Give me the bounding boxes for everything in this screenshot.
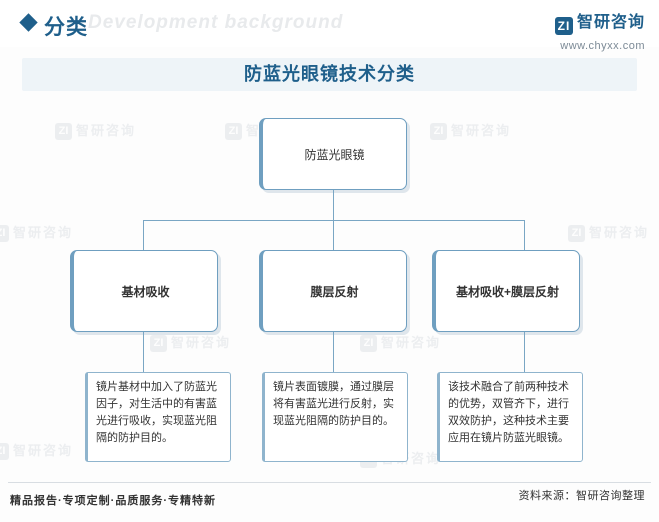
node-branch-1-label: 膜层反射 xyxy=(310,284,359,299)
node-branch-0: 基材吸收 xyxy=(70,250,218,332)
node-root-label: 防蓝光眼镜 xyxy=(304,147,365,162)
watermark-logo-icon: ZI xyxy=(0,443,9,461)
watermark-logo-icon: ZI xyxy=(0,225,9,243)
header-subtitle: Development background xyxy=(88,12,344,33)
connector-desc-2-down xyxy=(524,332,525,372)
brand-url: www.chyxx.com xyxy=(560,40,645,52)
watermark-logo-icon: ZI xyxy=(225,123,242,141)
node-branch-2: 基材吸收+膜层反射 xyxy=(432,250,580,332)
node-description-1-text: 镜片表面镀膜，通过膜层将有害蓝光进行反射，实现蓝光阻隔的防护目的。 xyxy=(273,381,394,427)
page-title: 分类 xyxy=(44,16,88,39)
brand-name-text: 智研咨询 xyxy=(576,14,645,31)
brand-logo-icon: ZI xyxy=(554,17,573,35)
node-branch-1: 膜层反射 xyxy=(259,250,407,332)
node-branch-2-label: 基材吸收+膜层反射 xyxy=(455,284,559,299)
node-description-1: 镜片表面镀膜，通过膜层将有害蓝光进行反射，实现蓝光阻隔的防护目的。 xyxy=(262,372,408,462)
node-branch-0-label: 基材吸收 xyxy=(121,284,170,299)
watermark-logo-icon: ZI xyxy=(360,335,377,353)
node-description-2-text: 该技术融合了前两种技术的优势，双管齐下，进行双效防护，这种技术主要应用在镜片防蓝… xyxy=(448,381,569,444)
node-root: 防蓝光眼镜 xyxy=(259,118,407,190)
diamond-icon xyxy=(19,13,38,32)
watermark-logo-icon: ZI xyxy=(430,123,447,141)
watermark-logo-icon: ZI xyxy=(55,123,72,141)
watermark-logo-icon: ZI xyxy=(150,335,167,353)
connector-root-down xyxy=(333,190,334,220)
chart-title-bar xyxy=(22,58,637,91)
footer-divider xyxy=(8,482,651,483)
connector-desc-0-down xyxy=(143,332,144,372)
footer-source-text: 资料来源：智研咨询整理 xyxy=(518,490,645,502)
connector-branch-0-down xyxy=(143,220,144,250)
connector-desc-1-down xyxy=(333,332,334,372)
watermark-logo-icon: ZI xyxy=(568,225,585,243)
footer-left-text: 精品报告·专项定制·品质服务·专精特新 xyxy=(10,495,216,507)
node-description-0: 镜片基材中加入了防蓝光因子，对生活中的有害蓝光进行吸收，实现蓝光阻隔的防护目的。 xyxy=(85,372,231,462)
node-description-2: 该技术融合了前两种技术的优势，双管齐下，进行双效防护，这种技术主要应用在镜片防蓝… xyxy=(437,372,583,462)
chart-title: 防蓝光眼镜技术分类 xyxy=(244,64,415,84)
node-description-0-text: 镜片基材中加入了防蓝光因子，对生活中的有害蓝光进行吸收，实现蓝光阻隔的防护目的。 xyxy=(96,381,217,444)
connector-branch-1-down xyxy=(333,220,334,250)
connector-branch-2-down xyxy=(524,220,525,250)
